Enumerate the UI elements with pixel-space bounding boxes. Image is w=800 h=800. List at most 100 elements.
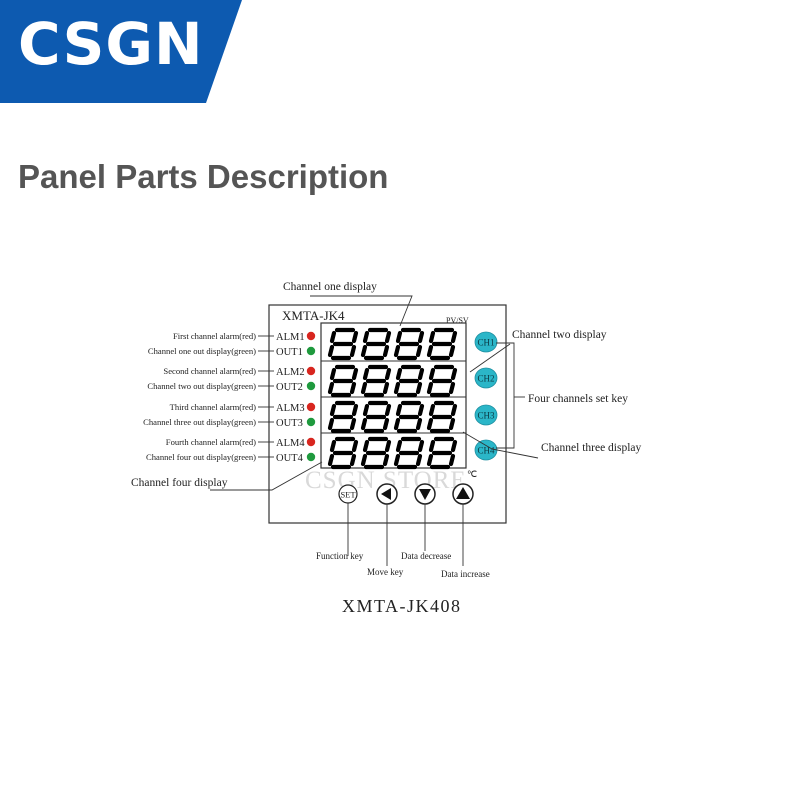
indicator-led (306, 346, 316, 356)
segment (351, 330, 359, 344)
indicator-out4: OUT4 (276, 452, 316, 464)
segment (382, 453, 390, 467)
callout-channel-two-display: Channel two display (512, 329, 607, 341)
channel-key-label: CH2 (477, 374, 494, 384)
seven-segment-digit (393, 327, 425, 361)
segment (428, 330, 436, 344)
indicator-led (306, 331, 316, 341)
segment (329, 330, 337, 344)
left-callout: Fourth channel alarm(red) (166, 437, 274, 447)
segment (362, 439, 370, 453)
channel-key-ch1[interactable]: CH1 (474, 331, 498, 353)
leader-lines (210, 295, 539, 566)
segment (351, 403, 359, 417)
segment (360, 381, 368, 395)
segment (349, 417, 357, 431)
callout-move-key: Move key (367, 567, 404, 577)
channel-display-row (327, 400, 458, 434)
segment (450, 330, 458, 344)
indicator-led (306, 417, 316, 427)
segment (382, 417, 390, 431)
segment (426, 381, 434, 395)
data-increase-key[interactable] (452, 483, 474, 505)
segment (349, 381, 357, 395)
page-title: Panel Parts Description (18, 158, 389, 195)
segment (362, 330, 370, 344)
segment (395, 330, 403, 344)
seven-segment-digit (426, 327, 458, 361)
callout-four-channels-set-key: Four channels set key (528, 393, 628, 405)
segment (349, 344, 357, 358)
model-caption: XMTA-JK408 (342, 596, 462, 616)
channel-display-row (327, 436, 458, 470)
indicator-label: OUT3 (276, 418, 303, 429)
segment (393, 417, 401, 431)
seven-segment-displays (327, 327, 458, 470)
channel-display-row (327, 327, 458, 361)
segment (351, 367, 359, 381)
channel-key-ch3[interactable]: CH3 (474, 404, 498, 426)
segment (417, 330, 425, 344)
indicator-label: ALM2 (276, 367, 305, 378)
left-callouts: First channel alarm(red)Channel one out … (143, 331, 274, 462)
move-key[interactable] (376, 483, 398, 505)
indicator-label: OUT1 (276, 347, 303, 358)
left-callout: Channel two out display(green) (147, 381, 274, 391)
segment (393, 344, 401, 358)
logo-banner (0, 0, 242, 103)
segment (428, 403, 436, 417)
callout-function-key: Function key (316, 551, 364, 561)
set-key[interactable]: SET (338, 484, 358, 504)
up-arrow-icon (456, 487, 470, 499)
left-callout-text: First channel alarm(red) (173, 331, 256, 341)
panel-model-label: XMTA-JK4 (282, 308, 345, 323)
segment (393, 381, 401, 395)
indicator-label: ALM3 (276, 403, 305, 414)
segment (393, 453, 401, 467)
panel-frame (268, 304, 507, 524)
seven-segment-digit (327, 364, 359, 398)
segment (415, 344, 423, 358)
indicator-label: OUT2 (276, 382, 303, 393)
seven-segment-digit (327, 327, 359, 361)
seven-segment-digit (393, 436, 425, 470)
left-callout-text: Channel four out display(green) (146, 452, 256, 462)
segment (327, 417, 335, 431)
segment (417, 403, 425, 417)
segment (417, 439, 425, 453)
segment (384, 330, 392, 344)
segment (329, 439, 337, 453)
segment (384, 403, 392, 417)
left-callout: Third channel alarm(red) (170, 402, 274, 412)
segment (450, 403, 458, 417)
channel-key-ch4[interactable]: CH4 (474, 439, 498, 461)
seven-segment-digit (393, 400, 425, 434)
channel-key-ch2[interactable]: CH2 (474, 367, 498, 389)
left-callout: Second channel alarm(red) (163, 366, 274, 376)
pv-sv-label: PV/SV (446, 316, 469, 325)
left-callout: Channel four out display(green) (146, 452, 274, 462)
segment (327, 381, 335, 395)
segment (382, 344, 390, 358)
channel-key-label: CH4 (477, 446, 495, 456)
segment (351, 439, 359, 453)
seven-segment-digit (360, 364, 392, 398)
indicator-label: ALM4 (276, 438, 305, 449)
callout-channel-four-display: Channel four display (131, 477, 228, 489)
indicator-led (306, 452, 316, 462)
callout-channel-one-display: Channel one display (283, 281, 377, 293)
segment (428, 439, 436, 453)
indicator-led (306, 381, 316, 391)
segment (417, 367, 425, 381)
left-callout-text: Second channel alarm(red) (163, 366, 256, 376)
indicator-alm1: ALM1 (276, 331, 316, 343)
data-decrease-key[interactable] (414, 483, 436, 505)
left-callout-text: Fourth channel alarm(red) (166, 437, 256, 447)
segment (329, 403, 337, 417)
segment (450, 439, 458, 453)
indicator-label: OUT4 (276, 453, 304, 464)
down-arrow-icon (419, 489, 431, 500)
segment (362, 403, 370, 417)
logo-banner-shape (0, 0, 242, 103)
